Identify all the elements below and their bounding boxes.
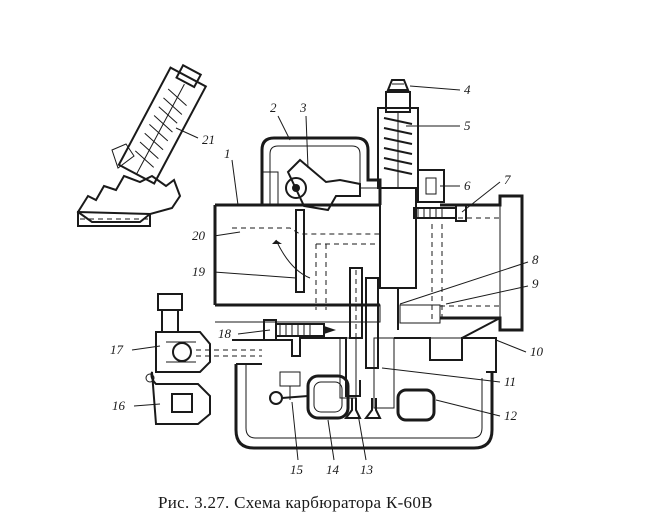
leader-lines bbox=[131, 85, 529, 461]
callout-5: 5 bbox=[464, 118, 471, 133]
callout-4: 4 bbox=[464, 82, 471, 97]
callout-18: 18 bbox=[218, 326, 232, 341]
callout-20: 20 bbox=[192, 228, 206, 243]
callout-15: 15 bbox=[290, 462, 304, 477]
callout-9: 9 bbox=[532, 276, 539, 291]
callout-1: 1 bbox=[224, 146, 231, 161]
callout-11: 11 bbox=[504, 374, 516, 389]
callout-17: 17 bbox=[110, 342, 124, 357]
callout-numbers: 1 2 3 4 5 6 7 8 9 10 11 12 13 14 15 16 1… bbox=[110, 82, 544, 477]
callout-2: 2 bbox=[270, 100, 277, 115]
callout-6: 6 bbox=[464, 178, 471, 193]
callout-19: 19 bbox=[192, 264, 206, 279]
carburetor-body bbox=[196, 79, 524, 450]
figure-caption: Рис. 3.27. Схема карбюратора К-60В bbox=[158, 493, 433, 512]
inset-enricher-detail bbox=[76, 63, 208, 227]
callout-10: 10 bbox=[530, 344, 544, 359]
callout-7: 7 bbox=[504, 172, 511, 187]
callout-8: 8 bbox=[532, 252, 539, 267]
callout-12: 12 bbox=[504, 408, 518, 423]
callout-16: 16 bbox=[112, 398, 126, 413]
callout-14: 14 bbox=[326, 462, 340, 477]
callout-21: 21 bbox=[202, 132, 215, 147]
callout-13: 13 bbox=[360, 462, 374, 477]
fuel-inlet-fittings bbox=[145, 293, 211, 425]
callout-3: 3 bbox=[299, 100, 307, 115]
